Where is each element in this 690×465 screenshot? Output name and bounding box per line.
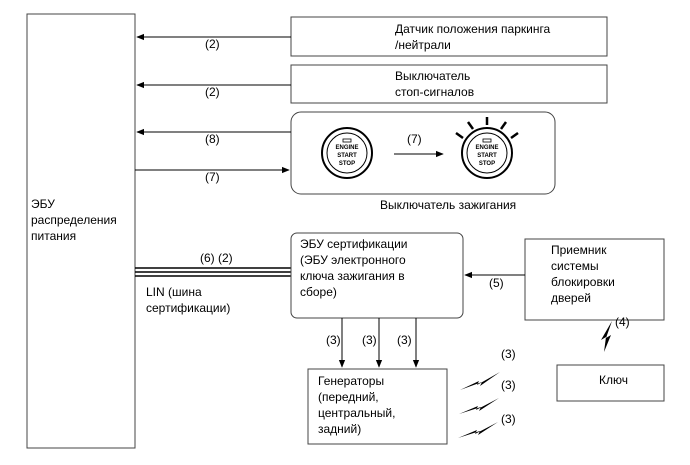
generators-label-2: (передний, [318, 390, 379, 404]
engine-start-button-lit-icon: ENGINE START STOP [455, 117, 519, 179]
cert-ecu-label-4: сборе) [300, 285, 337, 299]
radio-wave-bolt-icon-2 [459, 398, 499, 414]
stop-light-switch-block: Выключатель стоп-сигналов [290, 64, 608, 104]
radio-wave-bolt-icon-1 [460, 372, 500, 390]
key-block: Ключ [556, 364, 665, 402]
lin-bus-signals: (6) (2) [200, 251, 233, 265]
key-radio-bolt-icon [601, 321, 612, 352]
park-sensor-label-2: /нейтрали [395, 38, 451, 52]
gen-drive-signal-3: (3) [397, 333, 412, 347]
radio-signal-3: (3) [501, 412, 516, 426]
lin-bus [135, 267, 291, 277]
ignition-caption: Выключатель зажигания [380, 198, 516, 212]
gen-drive-signal-1: (3) [326, 333, 341, 347]
key-signal: (4) [615, 315, 630, 329]
power-ecu-block: ЭБУ распределения питания [26, 13, 136, 449]
engine-start-button-off-icon: ENGINE START STOP [321, 127, 373, 179]
stop-switch-label-1: Выключатель [395, 69, 470, 83]
generators-block: Генераторы (передний, центральный, задни… [307, 368, 448, 445]
power-ecu-label-2: распределения [31, 213, 117, 227]
cert-ecu-label-1: ЭБУ сертификации [300, 237, 408, 251]
button-off-text-1: ENGINE [335, 145, 358, 151]
power-ecu-label-3: питания [31, 229, 76, 243]
glow-rays-icon [455, 117, 519, 140]
door-receiver-label-2: системы [551, 259, 599, 273]
certification-ecu-block: ЭБУ сертификации (ЭБУ электронного ключа… [290, 232, 464, 319]
button-lit-text-3: STOP [479, 161, 495, 167]
stop-switch-signal: (2) [205, 85, 220, 99]
key-label: Ключ [599, 373, 628, 387]
button-lit-text-1: ENGINE [475, 145, 498, 151]
receiver-signal: (5) [489, 276, 504, 290]
generators-label-1: Генераторы [318, 374, 384, 388]
radio-signal-2: (3) [501, 378, 516, 392]
park-neutral-sensor-block: Датчик положения паркинга /нейтрали [290, 16, 608, 57]
power-ecu-label-1: ЭБУ [31, 197, 55, 211]
cert-ecu-label-3: ключа зажигания в [300, 269, 405, 283]
door-receiver-label-4: дверей [551, 291, 591, 305]
gen-drive-signal-2: (3) [362, 333, 377, 347]
radio-signal-1: (3) [501, 347, 516, 361]
ignition-transition-signal: (7) [407, 132, 422, 146]
door-lock-receiver-block: Приемник системы блокировки дверей [524, 238, 665, 321]
ignition-switch-block: ENGINE START STOP (7) ENGINE START STOP … [290, 111, 556, 212]
generators-label-3: центральный, [318, 406, 395, 420]
ignition-in-signal: (8) [205, 132, 220, 146]
door-receiver-label-3: блокировки [551, 275, 615, 289]
button-off-text-3: STOP [339, 161, 355, 167]
door-receiver-label-1: Приемник [551, 243, 607, 257]
park-sensor-signal: (2) [205, 37, 220, 51]
lin-bus-label-1: LIN (шина [146, 285, 202, 299]
button-lit-text-2: START [477, 153, 497, 159]
button-off-text-2: START [337, 153, 357, 159]
park-sensor-label-1: Датчик положения паркинга [395, 22, 551, 36]
cert-ecu-label-2: (ЭБУ электронного [300, 253, 406, 267]
stop-switch-label-2: стоп-сигналов [395, 85, 474, 99]
lin-bus-label-2: сертификации) [146, 301, 230, 315]
generators-label-4: задний) [318, 422, 361, 436]
ignition-out-signal: (7) [205, 170, 220, 184]
radio-wave-bolt-icon-3 [458, 422, 498, 438]
